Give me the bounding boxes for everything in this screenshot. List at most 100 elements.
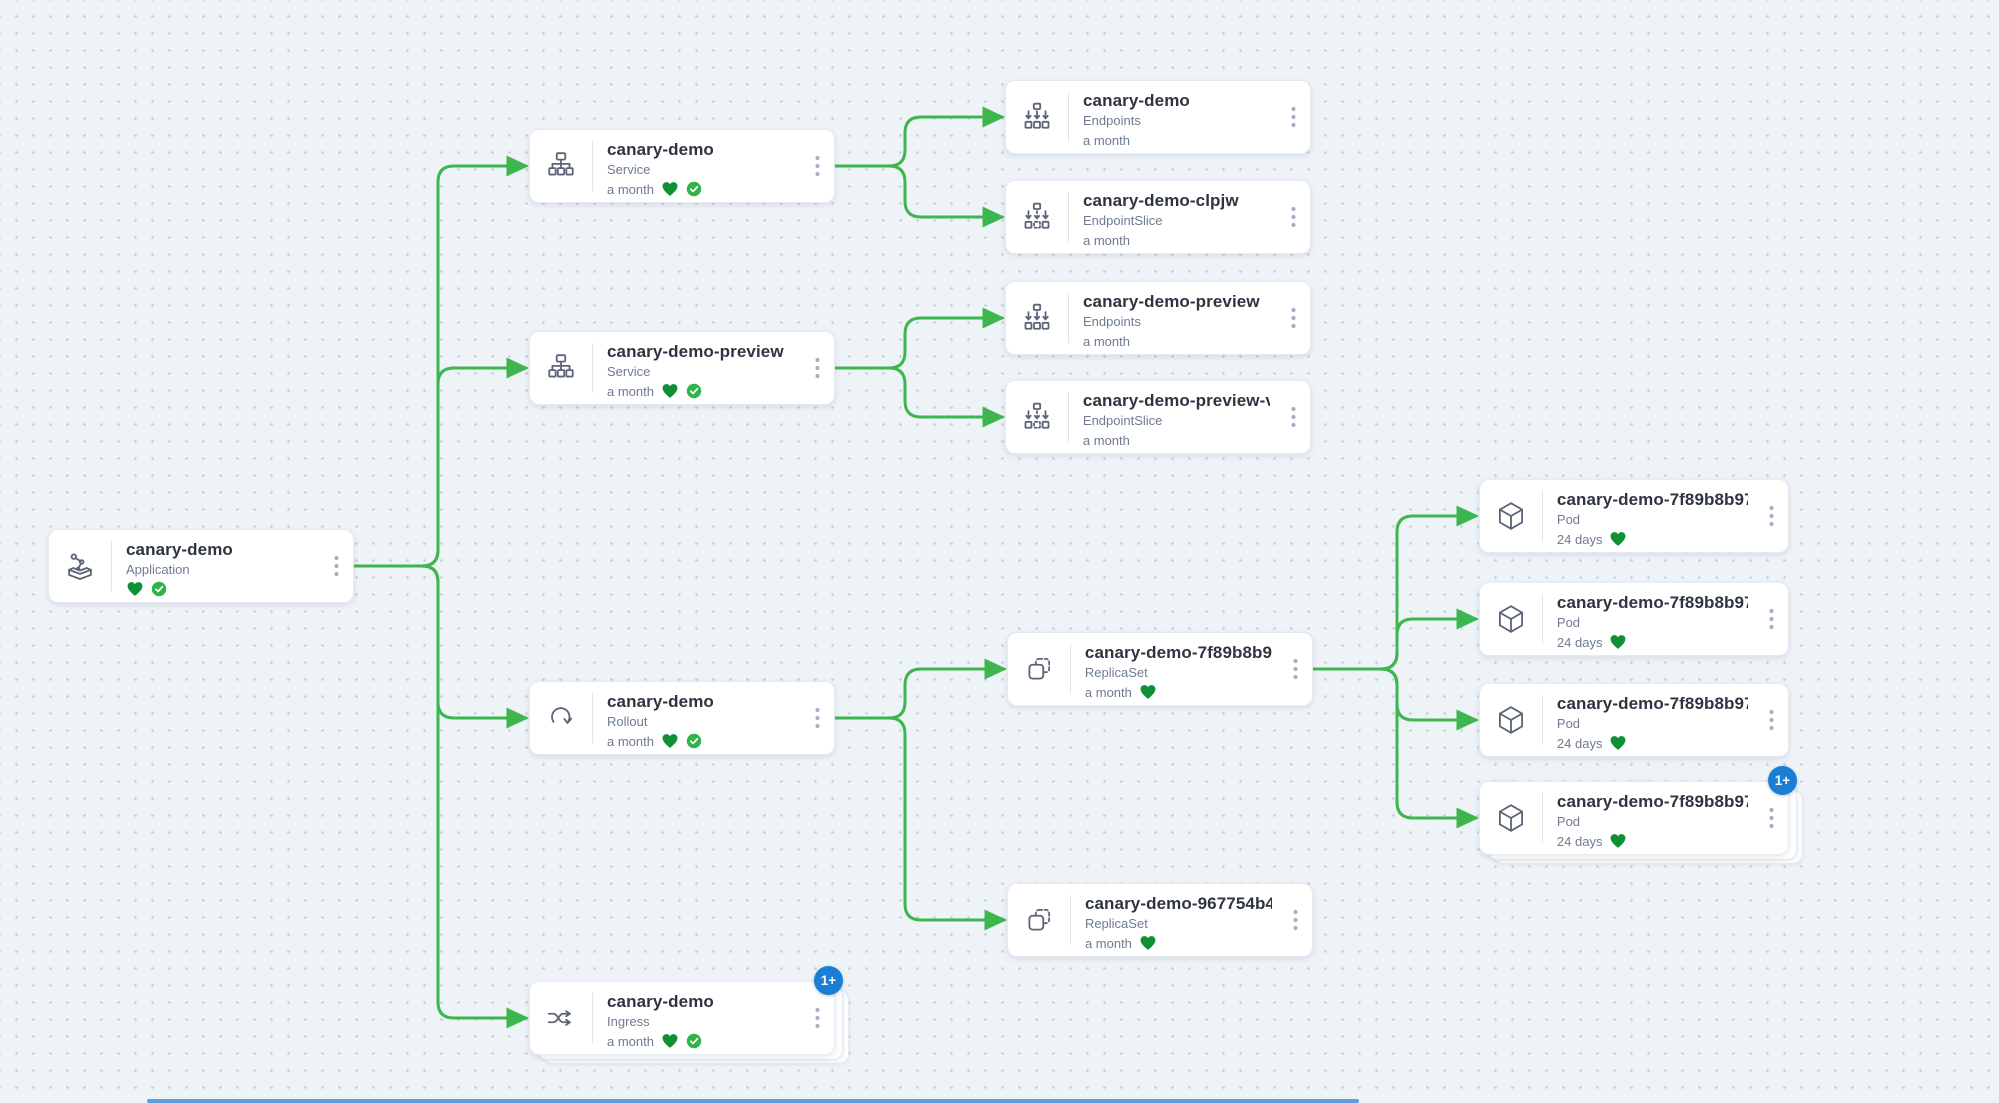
resource-name: canary-demo-7f89b8b97... [1556,694,1748,713]
resource-age: a month [607,1033,654,1049]
node-menu-button[interactable] [1278,633,1312,705]
resource-card[interactable]: canary-demo-7f89b8b97... Pod 24 days [1479,582,1789,656]
node-menu-button[interactable] [1276,81,1310,153]
node-menu-button[interactable] [1754,480,1788,552]
resource-kind: Ingress [607,1014,650,1029]
service-icon [530,130,592,202]
resource-kind: Rollout [607,714,648,729]
resource-node-endpoints[interactable]: canary-demo Endpoints a month [1005,80,1311,154]
resource-node-replicaset[interactable]: canary-demo-967754b4c ReplicaSet a month [1007,883,1313,957]
healthy-heart-icon [1609,531,1627,547]
card-divider [111,541,112,591]
resource-name: canary-demo-967754b4c [1084,894,1272,913]
resource-kind: Endpoints [1083,314,1141,329]
node-menu-button[interactable] [800,982,834,1054]
node-menu-button[interactable] [800,130,834,202]
resource-age: a month [1083,333,1130,349]
resource-node-ingress[interactable]: canary-demo Ingress a month 1+ [529,966,849,1064]
resource-node-endpoints[interactable]: canary-demo-preview Endpoints a month [1005,281,1311,355]
card-divider [1070,644,1071,694]
resource-card[interactable]: canary-demo-preview-v... EndpointSlice a… [1005,380,1311,454]
synced-check-icon [151,581,167,597]
resource-card[interactable]: canary-demo-7f89b8b978 ReplicaSet a mont… [1007,632,1313,706]
resource-card[interactable]: canary-demo Service a month [529,129,835,203]
resource-name: canary-demo-7f89b8b97... [1556,593,1748,612]
resource-edge [1311,667,1479,829]
resource-node-service[interactable]: canary-demo Service a month [529,129,835,203]
node-menu-button[interactable] [800,332,834,404]
resource-edge [352,564,529,1029]
resource-kind: Application [126,562,190,577]
hidden-count-badge[interactable]: 1+ [1768,766,1797,795]
healthy-heart-icon [661,1033,679,1049]
resource-node-service[interactable]: canary-demo-preview Service a month [529,331,835,405]
card-divider [592,343,593,393]
healthy-heart-icon [661,383,679,399]
resource-card[interactable]: canary-demo-clpjw EndpointSlice a month [1005,180,1311,254]
card-divider [592,993,593,1043]
resource-card[interactable]: canary-demo-967754b4c ReplicaSet a month [1007,883,1313,957]
hidden-count-badge[interactable]: 1+ [814,966,843,995]
resource-node-endpointslice[interactable]: canary-demo-preview-v... EndpointSlice a… [1005,380,1311,454]
resource-node-rollout[interactable]: canary-demo Rollout a month [529,681,835,755]
card-divider [1542,491,1543,541]
synced-check-icon [686,383,702,399]
endpointslice-icon [1006,181,1068,253]
resource-card[interactable]: canary-demo-7f89b8b97... Pod 24 days [1479,781,1789,855]
healthy-heart-icon [661,733,679,749]
card-divider [1068,293,1069,343]
resource-kind: Pod [1556,814,1581,829]
endpoints-icon [1006,81,1068,153]
node-menu-button[interactable] [1276,381,1310,453]
node-menu-button[interactable] [800,682,834,754]
resource-age: 24 days [1556,735,1603,751]
pod-icon [1480,684,1542,756]
resource-card[interactable]: canary-demo-7f89b8b97... Pod 24 days [1479,683,1789,757]
resource-node-pod[interactable]: canary-demo-7f89b8b97... Pod 24 days [1479,479,1789,553]
healthy-heart-icon [126,581,144,597]
node-menu-button[interactable] [1276,181,1310,253]
resource-age: a month [607,383,654,399]
resource-kind: Service [607,162,651,177]
synced-check-icon [686,1033,702,1049]
resource-card[interactable]: canary-demo Ingress a month [529,981,835,1055]
healthy-heart-icon [1139,684,1157,700]
node-menu-button[interactable] [1278,884,1312,956]
resource-node-application[interactable]: canary-demo Application [48,529,354,603]
resource-node-replicaset[interactable]: canary-demo-7f89b8b978 ReplicaSet a mont… [1007,632,1313,706]
healthy-heart-icon [1609,833,1627,849]
resource-name: canary-demo-clpjw [1083,191,1239,210]
horizontal-scrollbar[interactable] [147,1099,1359,1103]
resource-node-pod[interactable]: canary-demo-7f89b8b97... Pod 24 days [1479,683,1789,757]
resource-age: a month [607,733,654,749]
node-menu-button[interactable] [1276,282,1310,354]
resource-kind: Pod [1556,716,1581,731]
node-menu-button[interactable] [1754,782,1788,854]
resource-card[interactable]: canary-demo-preview Endpoints a month [1005,281,1311,355]
resource-card[interactable]: canary-demo Application [48,529,354,603]
resource-card[interactable]: canary-demo Rollout a month [529,681,835,755]
resource-node-pod[interactable]: canary-demo-7f89b8b97... Pod 24 days 1+ [1479,766,1803,864]
resource-kind: Pod [1556,615,1581,630]
resource-kind: Endpoints [1083,113,1141,128]
resource-node-endpointslice[interactable]: canary-demo-clpjw EndpointSlice a month [1005,180,1311,254]
resource-card[interactable]: canary-demo Endpoints a month [1005,80,1311,154]
resource-age: a month [1082,432,1130,448]
node-menu-button[interactable] [319,530,353,602]
resource-name: canary-demo [126,540,233,559]
resource-name: canary-demo-preview [607,342,784,361]
resource-name: canary-demo-7f89b8b978 [1084,643,1272,662]
resource-edge [1311,608,1479,671]
resource-card[interactable]: canary-demo-7f89b8b97... Pod 24 days [1479,479,1789,553]
resource-edge [352,357,529,568]
resource-name: canary-demo-7f89b8b97... [1556,490,1748,509]
node-menu-button[interactable] [1754,684,1788,756]
resource-edge [833,366,1005,428]
healthy-heart-icon [1609,735,1627,751]
healthy-heart-icon [1609,634,1627,650]
resource-card[interactable]: canary-demo-preview Service a month [529,331,835,405]
resource-node-pod[interactable]: canary-demo-7f89b8b97... Pod 24 days [1479,582,1789,656]
node-menu-button[interactable] [1754,583,1788,655]
